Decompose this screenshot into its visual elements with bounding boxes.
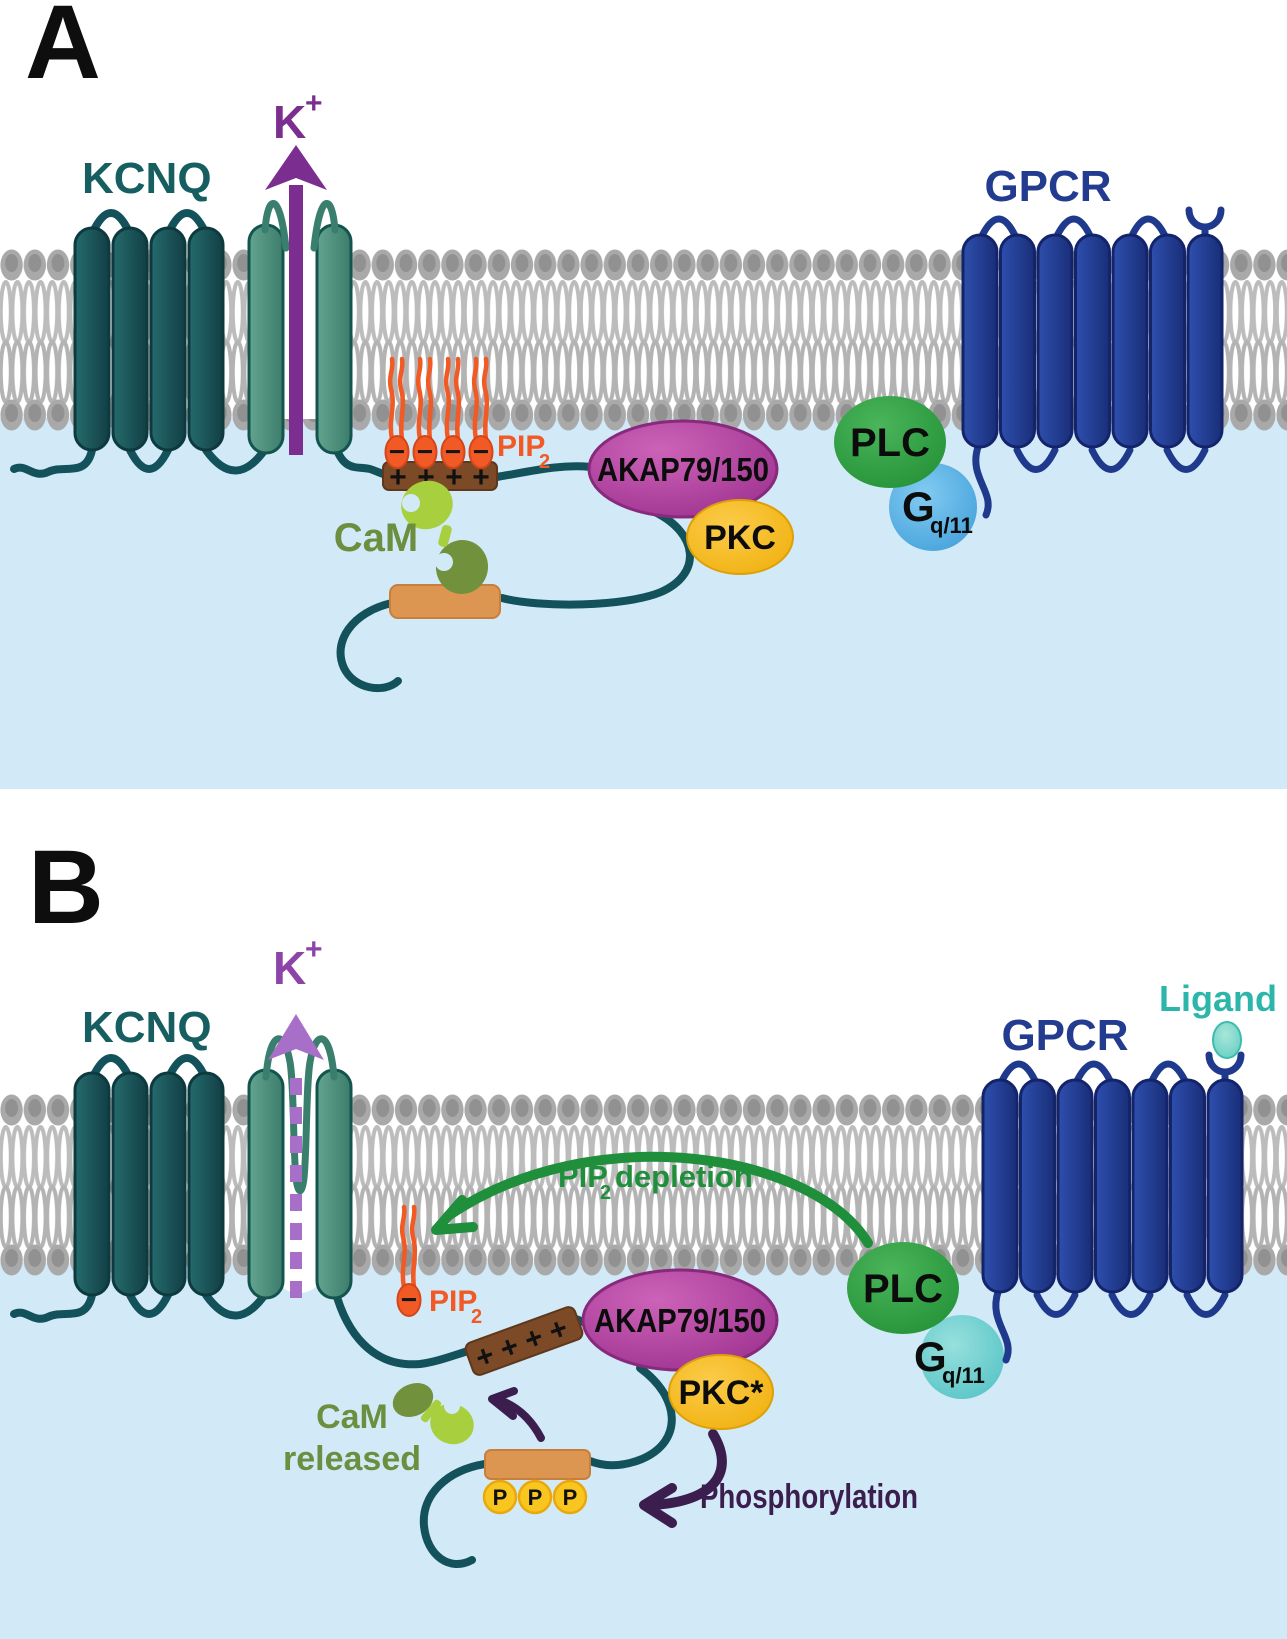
pip2-label-a: PIP	[497, 430, 545, 463]
plus-charge: +	[445, 461, 463, 494]
depletion-sub-label: 2	[600, 1182, 611, 1204]
cam-dark-lobe-a	[435, 540, 489, 594]
k-ion-label-b: K	[273, 942, 306, 994]
gq-sub-a: q/11	[930, 513, 973, 538]
cam-light-lobe-b	[430, 1403, 474, 1445]
cam-dark-lobe-b	[392, 1382, 434, 1418]
pip2-label-b: PIP	[429, 1285, 477, 1318]
phosphate-p: P	[563, 1485, 578, 1510]
gq-sub-b: q/11	[942, 1363, 985, 1388]
gq-label-b: G	[914, 1333, 947, 1380]
k-flux-arrowhead-a	[265, 145, 327, 190]
cam-linker-b	[420, 1399, 442, 1423]
plc-a	[834, 396, 946, 488]
akap-label-a: AKAP79/150	[597, 451, 769, 488]
phosphorylation-arrow	[647, 1429, 727, 1510]
pore-loop-open	[310, 199, 339, 252]
plc-label-a: PLC	[850, 421, 930, 465]
panel-a: + + + + PIP 2 K + KCNQ CaM AKAP79/150 PK…	[0, 0, 1287, 789]
kcnq-c-terminus-b	[331, 1286, 472, 1369]
akap-label-b: AKAP79/150	[594, 1302, 766, 1339]
gpcr-label-b: GPCR	[1001, 1011, 1128, 1060]
gq-b	[920, 1315, 1004, 1399]
cam-released-line2: released	[283, 1440, 421, 1478]
helix-a-rect-a	[389, 584, 501, 619]
phosphate-site	[482, 1479, 518, 1515]
gq-a	[889, 463, 977, 551]
pore-loop-open	[261, 199, 290, 252]
kcnq-c-terminus-a	[331, 441, 390, 479]
phosphate-p: P	[493, 1485, 508, 1510]
pip2-label-sub-b: 2	[471, 1306, 482, 1328]
plc-label-b: PLC	[863, 1267, 943, 1311]
charge-helix-b	[464, 1306, 584, 1376]
gq-label-a: G	[902, 483, 935, 530]
panel-b: PIP 2 depletion + + + + PIP 2 K + KCNQ	[0, 829, 1287, 1639]
depletion-pip-label: PIP	[558, 1159, 608, 1194]
pkc-b	[668, 1354, 774, 1430]
akap-a	[587, 419, 779, 519]
phosphorylation-arrowhead	[639, 1483, 677, 1528]
pkc-a	[686, 499, 794, 575]
kcnq-label-a: KCNQ	[82, 154, 212, 203]
cam-dark-notch	[435, 553, 453, 571]
k-ion-label-a: K	[273, 96, 306, 148]
phosphate-site	[552, 1479, 588, 1515]
cam-light-notch	[402, 494, 420, 512]
phosphate-p: P	[528, 1485, 543, 1510]
plc-b	[847, 1242, 959, 1334]
cam-light-notch-b	[444, 1398, 460, 1414]
panel-letter-b: B	[28, 829, 104, 946]
plus-charge: +	[472, 461, 490, 494]
ligand-label: Ligand	[1159, 978, 1277, 1019]
panel-letter-a: A	[25, 0, 101, 101]
cam-released-line1: CaM	[316, 1398, 388, 1436]
k-ion-charge-a: +	[305, 87, 323, 120]
cam-light-lobe-a	[401, 480, 453, 530]
pip2-depletion-arrowhead	[431, 1195, 478, 1235]
cam-release-arrow	[498, 1397, 545, 1442]
ligand-molecule	[1212, 1021, 1242, 1059]
pkc-label-a: PKC	[704, 519, 776, 557]
pip2-label-sub-a: 2	[539, 451, 550, 473]
plus-charge: +	[389, 461, 407, 494]
cam-linker	[438, 524, 452, 548]
pkc-label-b: PKC*	[678, 1374, 764, 1412]
phosphate-site	[517, 1479, 553, 1515]
phosphorylation-label: Phosphorylation	[700, 1478, 918, 1516]
gpcr-label-a: GPCR	[984, 162, 1111, 211]
kcnq-label-b: KCNQ	[82, 1003, 212, 1052]
cam-release-arrowhead	[488, 1387, 518, 1420]
k-flux-arrowhead-b	[268, 1014, 324, 1060]
pip2-depletion-arrow	[443, 1151, 873, 1248]
pore-gap-notch-b	[274, 1247, 324, 1293]
k-ion-charge-b: +	[305, 933, 323, 966]
cam-label-a: CaM	[334, 516, 418, 560]
depletion-word-label: depletion	[615, 1159, 753, 1194]
helix-a-rect-b	[484, 1449, 591, 1480]
